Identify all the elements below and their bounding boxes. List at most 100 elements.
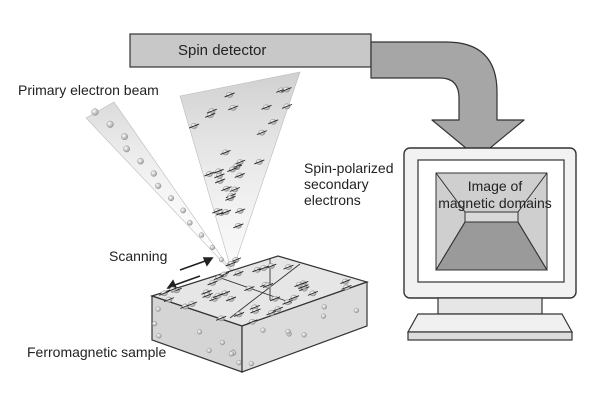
sample-atom	[285, 328, 291, 335]
spin-polarized-line-1: Spin-polarized	[304, 160, 394, 176]
spin-polarized-line-2: secondary	[304, 176, 369, 192]
spin-electron	[205, 112, 216, 119]
domain-center	[464, 211, 519, 223]
image-label-line-2: magnetic domains	[438, 195, 552, 211]
spin-detector-label: Spin detector	[178, 42, 267, 59]
spin-polarized-label: Spin-polarized secondary electrons	[304, 160, 394, 208]
image-label: Image of magnetic domains	[438, 178, 552, 212]
primary-electron	[168, 195, 175, 202]
sample-atom	[260, 327, 266, 333]
sample-atom	[155, 306, 161, 312]
spin-polarized-line-3: electrons	[304, 192, 361, 208]
sample-spin	[262, 282, 274, 289]
sample-spin	[163, 296, 175, 303]
scanning-arrows	[166, 257, 214, 289]
sample-spin	[215, 315, 227, 322]
spin-electron	[281, 86, 292, 93]
sample-spin	[233, 311, 245, 318]
sample-spin	[180, 303, 191, 310]
primary-electron	[123, 145, 130, 153]
spin-electron	[235, 208, 246, 214]
spin-electron	[214, 173, 225, 179]
sample-spin	[212, 292, 224, 299]
spin-electron	[268, 119, 279, 125]
sample-atom	[301, 332, 307, 338]
spin-electron	[227, 105, 239, 111]
scanning-label: Scanning	[109, 248, 168, 264]
sample-spin	[258, 265, 269, 271]
sample-atom	[321, 304, 327, 310]
sample-spin	[213, 274, 225, 281]
sample-spin	[186, 301, 198, 307]
spin-electron	[224, 92, 235, 98]
primary-electron	[198, 232, 205, 238]
sample-spin	[202, 292, 213, 299]
sample-spin	[307, 290, 319, 297]
primary-electron	[91, 108, 99, 116]
spin-electron	[220, 149, 231, 156]
sample-atom	[219, 339, 226, 346]
sample-atom	[228, 351, 235, 357]
spin-electron	[256, 129, 268, 136]
sample-spin	[294, 281, 305, 288]
spin-electron	[261, 104, 272, 111]
primary-electron	[106, 120, 114, 128]
sample-spin	[167, 286, 178, 293]
spin-electron	[233, 222, 244, 229]
primary-electron	[180, 207, 187, 214]
primary-electron	[137, 158, 144, 165]
spin-electron	[221, 185, 232, 192]
sample-spin	[207, 280, 218, 286]
spin-electron	[281, 103, 293, 110]
sample-spin	[269, 295, 281, 302]
sample-atom	[196, 329, 203, 335]
sample-atom	[152, 321, 158, 327]
primary-electron	[218, 257, 224, 263]
primary-electron	[155, 182, 162, 189]
primary-beam-label: Primary electron beam	[18, 82, 159, 98]
secondary-electron-cone	[179, 71, 301, 273]
sample-label: Ferromagnetic sample	[27, 344, 167, 360]
spin-detector-box	[129, 33, 372, 68]
sample-spin	[159, 290, 170, 297]
primary-electron	[187, 219, 193, 226]
spin-electron	[214, 178, 226, 184]
ferromagnetic-sample	[150, 255, 369, 373]
image-label-line-1: Image of	[467, 178, 523, 194]
secondary-particles	[188, 86, 293, 267]
sample-spin	[282, 299, 293, 306]
sample-spin	[244, 285, 255, 292]
sample-atom	[248, 361, 255, 367]
monitor	[403, 147, 577, 341]
sample-spin	[250, 308, 261, 314]
sample-atom	[320, 313, 327, 319]
sample-atom	[353, 307, 359, 314]
sample-spin	[233, 270, 244, 277]
primary-electron	[150, 170, 157, 177]
sample-atom	[206, 347, 212, 354]
spin-electron	[234, 159, 246, 165]
spin-electron	[229, 186, 241, 193]
sample-spin	[340, 278, 351, 285]
spin-electron	[234, 172, 245, 179]
primary-electron	[121, 133, 128, 141]
curved-arrow	[370, 41, 525, 159]
spin-electron	[220, 209, 232, 215]
spin-electron	[227, 166, 238, 173]
primary-electron	[209, 244, 216, 250]
spin-electron	[254, 159, 265, 165]
spin-electron	[226, 260, 237, 267]
sample-spin	[247, 318, 258, 325]
spin-electron	[204, 171, 215, 177]
sample-atom	[156, 333, 162, 339]
spin-electron	[225, 195, 236, 202]
sample-spin	[288, 294, 300, 301]
sample-atom	[236, 360, 242, 366]
sample-spin	[341, 284, 352, 291]
sample-particles	[152, 263, 359, 367]
sample-spin	[283, 264, 294, 270]
sample-spin	[266, 310, 277, 316]
sample-spin	[225, 296, 237, 302]
sample-spin	[272, 306, 284, 312]
